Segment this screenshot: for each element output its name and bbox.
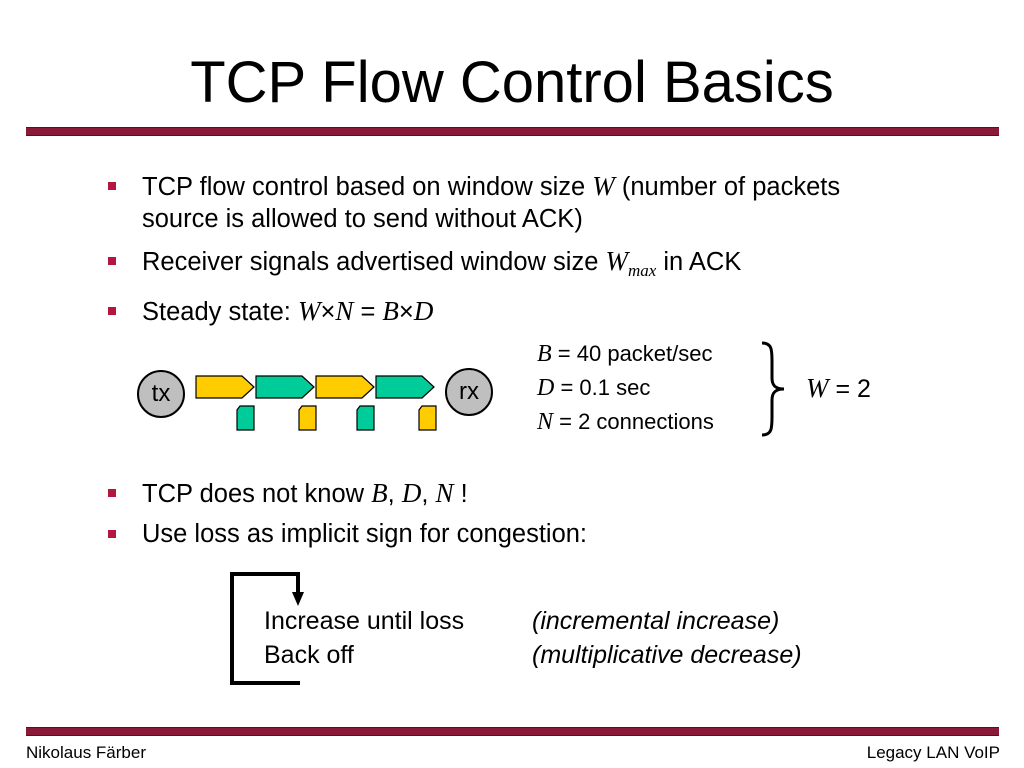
data-packet	[195, 375, 255, 399]
slide-title: TCP Flow Control Basics	[190, 50, 834, 115]
bullet-square-icon	[108, 257, 116, 265]
bullet-item: Receiver signals advertised window size …	[103, 245, 840, 287]
ack-packet	[255, 375, 315, 399]
data-return-packet	[418, 405, 437, 431]
loop-row-backoff: Back off(multiplicative decrease)	[264, 641, 802, 669]
param-b: B = 40 packet/sec	[537, 341, 713, 367]
ack-return-packet	[356, 405, 375, 431]
window-result: W = 2	[806, 373, 871, 403]
bullet-square-icon	[108, 307, 116, 315]
footer-course: Legacy LAN VoIP	[866, 743, 1000, 762]
rx-node: rx	[445, 368, 493, 416]
param-n: N = 2 connections	[537, 409, 714, 435]
param-d: D = 0.1 sec	[537, 375, 651, 401]
bullet-item: TCP flow control based on window size W …	[103, 170, 840, 235]
data-return-packet	[298, 405, 317, 431]
bullet-item: Steady state: W×N = B×D	[103, 295, 840, 328]
loop-row-increase: Increase until loss(incremental increase…	[264, 607, 780, 635]
bullet-square-icon	[108, 182, 116, 190]
ack-return-packet	[236, 405, 255, 431]
bullet-item: TCP does not know B, D, N !	[103, 477, 587, 510]
bullet-square-icon	[108, 530, 116, 538]
packet-pipe	[195, 375, 437, 431]
footer-author: Nikolaus Färber	[26, 743, 146, 762]
data-packet	[315, 375, 375, 399]
bullet-square-icon	[108, 489, 116, 497]
tx-node: tx	[137, 370, 185, 418]
bullet-list-bottom: TCP does not know B, D, N ! Use loss as …	[103, 477, 587, 550]
bullet-list-top: TCP flow control based on window size W …	[103, 170, 840, 328]
feedback-loop-arrow-icon	[230, 572, 304, 685]
title-rule	[26, 127, 999, 136]
parameter-list: B = 40 packet/sec D = 0.1 sec N = 2 conn…	[537, 337, 714, 439]
curly-brace-icon	[761, 341, 785, 437]
bullet-item: Use loss as implicit sign for congestion…	[103, 518, 587, 550]
footer-rule	[26, 727, 999, 736]
ack-packet	[375, 375, 435, 399]
